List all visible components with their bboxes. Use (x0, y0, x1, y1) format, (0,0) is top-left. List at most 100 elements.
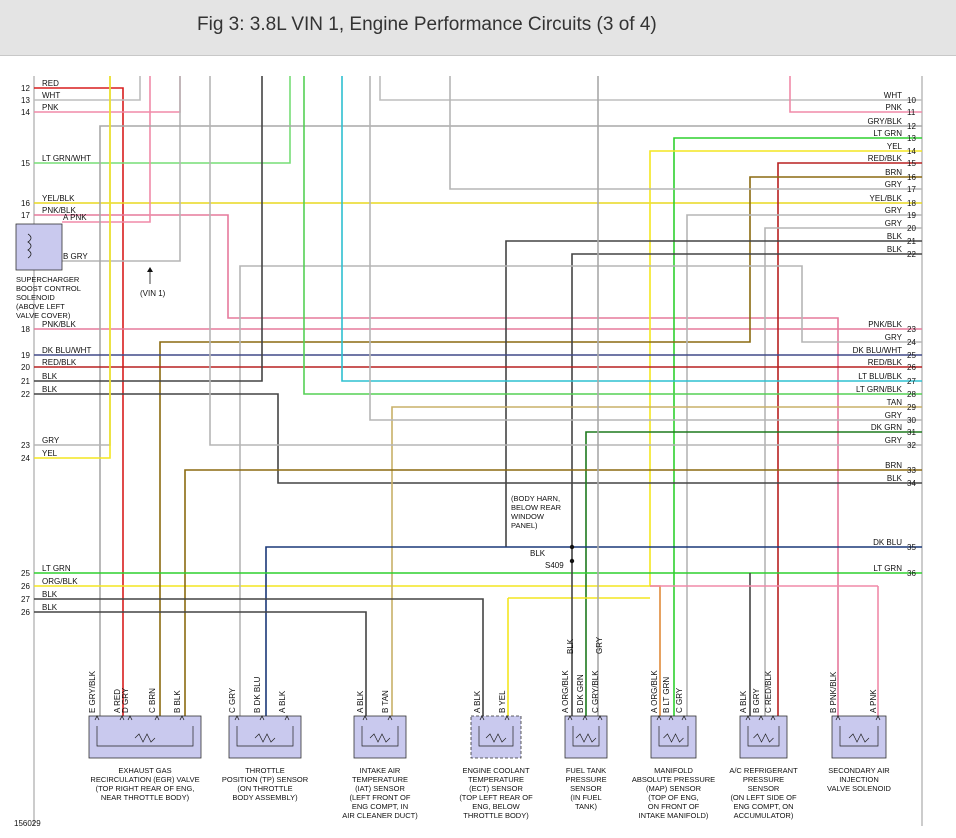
wire-number: 31 (907, 428, 916, 437)
pin-arrow-icon (234, 715, 240, 721)
wire-color-label: YEL (887, 142, 903, 151)
wire-color-label: DK BLU/WHT (853, 346, 902, 355)
resistor-icon (848, 733, 870, 743)
pin-label: C RED/BLK (764, 670, 773, 713)
wire-color-label: GRY (885, 333, 903, 342)
wire-ltgrnblk (303, 76, 922, 395)
pin-arrow-icon (479, 715, 485, 721)
wire-color-label: GRY (885, 436, 903, 445)
solenoid-caption: VALVE COVER) (16, 311, 71, 320)
component-caption: (TOP OF ENG, (648, 793, 699, 802)
figure-header: Fig 3: 3.8L VIN 1, Engine Performance Ci… (0, 0, 956, 56)
wire-gry-map (686, 214, 922, 716)
solenoid-pin-label: B GRY (63, 252, 88, 261)
solenoid-caption: (ABOVE LEFT (16, 302, 65, 311)
pin-arrow-icon (127, 715, 133, 721)
wire-number: 30 (907, 416, 916, 425)
wire-wht-right (379, 76, 922, 101)
wire-color-label: ORG/BLK (42, 577, 78, 586)
component-caption: (TOP LEFT REAR OF (459, 793, 533, 802)
wire-pnk-right (789, 76, 922, 113)
pin-arrow-icon (362, 715, 368, 721)
wire-color-label: YEL/BLK (870, 194, 903, 203)
pin-arrow-icon (119, 715, 125, 721)
wire-number: 17 (907, 185, 916, 194)
wire-color-label: WHT (42, 91, 60, 100)
component-caption: SENSOR (748, 784, 780, 793)
pin-label: C BRN (148, 688, 157, 713)
pin-arrow-icon (597, 715, 603, 721)
ftp-wire-label: GRY (595, 636, 604, 654)
wire-number: 22 (907, 250, 916, 259)
wire-number: 11 (907, 108, 916, 117)
component-symbol-icon (96, 726, 194, 747)
wire-color-label: BLK (887, 232, 903, 241)
wire-color-label: LT GRN (873, 129, 902, 138)
pin-label: B BLK (173, 690, 182, 713)
pin-label: A RED (113, 689, 122, 713)
pin-arrow-icon (94, 715, 100, 721)
component-caption: PRESSURE (565, 775, 606, 784)
wire-number: 18 (907, 199, 916, 208)
component-caption: EXHAUST GAS (118, 766, 171, 775)
wire-number: 17 (21, 211, 30, 220)
component-caption: PRESSURE (743, 775, 784, 784)
wire-harness (34, 76, 922, 716)
component-symbol-icon (658, 726, 689, 747)
wire-color-label: GRY (885, 411, 903, 420)
wire-color-label: BLK (42, 385, 58, 394)
wire-gry-tps (239, 265, 922, 716)
pin-arrow-icon (567, 715, 573, 721)
component-body (470, 715, 522, 759)
wire-blk-22 (34, 393, 922, 484)
figure-title: Fig 3: 3.8L VIN 1, Engine Performance Ci… (197, 14, 657, 35)
component-caption: ENG, BELOW (472, 802, 520, 811)
wire-color-label: RED (42, 79, 59, 88)
component-caption: ACCUMULATOR) (734, 811, 794, 820)
wire-color-label: YEL (42, 449, 58, 458)
wire-number: 12 (907, 122, 916, 131)
pin-arrow-icon (582, 715, 588, 721)
wire-dkgrn-ftp (585, 431, 922, 716)
pin-label: E GRY/BLK (88, 670, 97, 713)
wire-color-label: BLK (42, 590, 58, 599)
pin-arrow-icon (284, 715, 290, 721)
splice-label: S409 (545, 561, 564, 570)
wire-color-label: LT GRN/BLK (856, 385, 903, 394)
component-caption: (ECT) SENSOR (469, 784, 523, 793)
wire-yel-24 (34, 76, 111, 459)
component-caption: THROTTLE BODY) (463, 811, 529, 820)
splice-note: BELOW REAR (511, 503, 562, 512)
wire-color-label: PNK/BLK (42, 320, 76, 329)
wire-number: 20 (21, 363, 30, 372)
ftp-wire-label: BLK (566, 638, 575, 654)
component-body (88, 715, 202, 759)
component-caption: (LEFT FRONT OF (350, 793, 411, 802)
wire-number: 13 (21, 96, 30, 105)
component-caption: INTAKE MANIFOLD) (639, 811, 709, 820)
component-caption: SENSOR (570, 784, 602, 793)
wire-number: 10 (907, 96, 916, 105)
pin-arrow-icon (504, 715, 510, 721)
pin-arrow-icon (154, 715, 160, 721)
wire-number: 32 (907, 441, 916, 450)
wire-number: 14 (21, 108, 30, 117)
wire-ltgrn-map (673, 137, 922, 716)
wire-color-label: BLK (887, 245, 903, 254)
supercharger-boost-solenoid (15, 223, 63, 271)
wire-number: 18 (21, 325, 30, 334)
component-caption: SECONDARY AIR (828, 766, 890, 775)
wire-number: 25 (21, 569, 30, 578)
wire-number: 24 (21, 454, 30, 463)
wire-number: 13 (907, 134, 916, 143)
component-caption: (IN FUEL (570, 793, 601, 802)
component-caption: (IAT) SENSOR (355, 784, 405, 793)
component-caption: INTAKE AIR (360, 766, 401, 775)
pin-arrow-icon (770, 715, 776, 721)
wire-color-label: RED/BLK (868, 154, 903, 163)
component-caption: ENG COMPT, ON (733, 802, 793, 811)
component-body (650, 715, 697, 759)
